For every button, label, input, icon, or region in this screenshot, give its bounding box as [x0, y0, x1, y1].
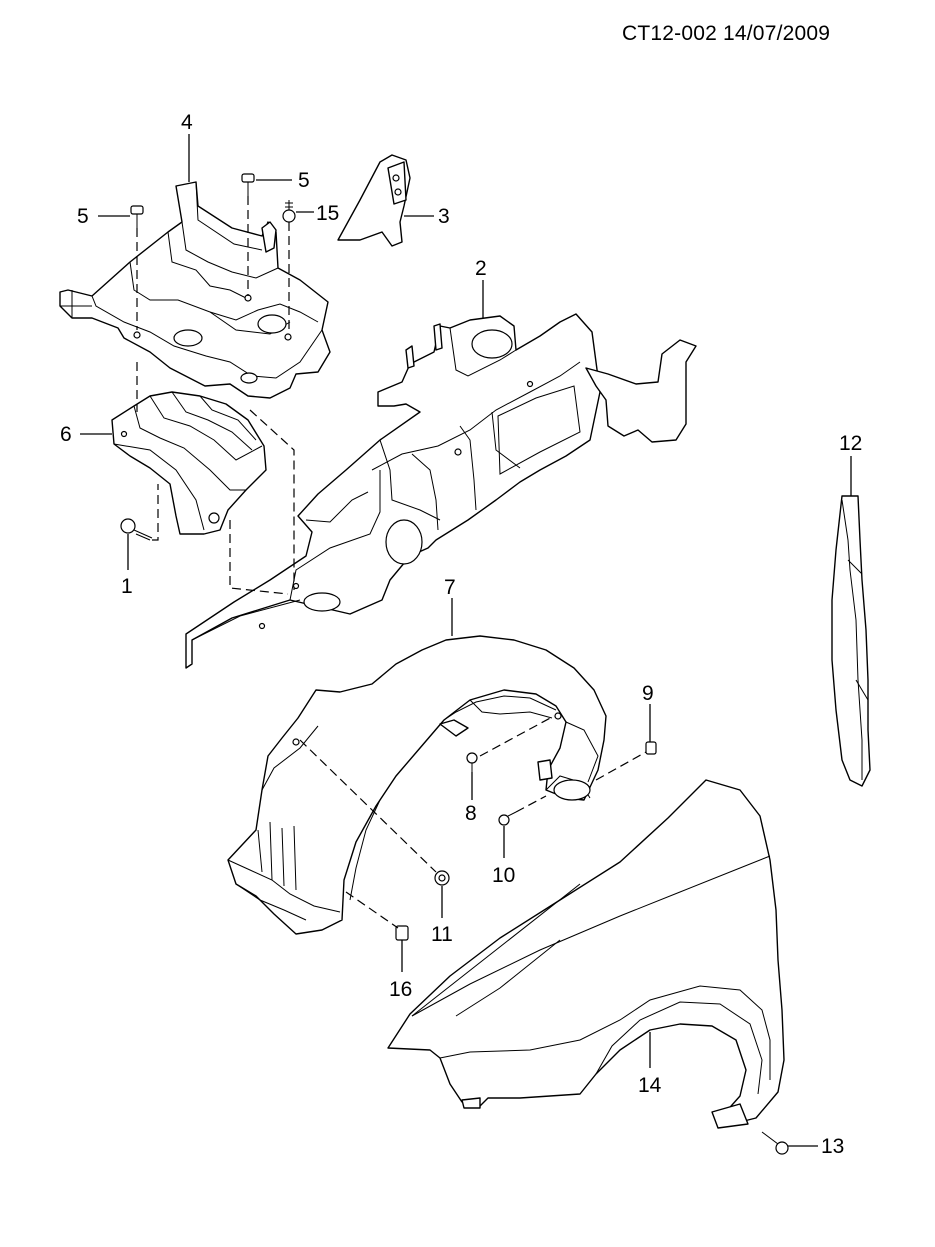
callout-7: 7 — [444, 576, 456, 599]
callout-labels: 4 5 5 15 3 2 6 1 7 12 9 8 10 11 16 14 13 — [60, 111, 862, 1158]
callout-5-right: 5 — [298, 169, 310, 192]
part-14-fender — [387, 779, 785, 1129]
callout-1: 1 — [121, 575, 133, 598]
callout-4: 4 — [181, 111, 193, 134]
screw-part-10 — [498, 811, 517, 826]
part-3-bracket — [337, 154, 411, 247]
part-12-seal — [831, 495, 871, 787]
part-4-battery-tray — [59, 181, 331, 399]
callout-8: 8 — [465, 802, 477, 825]
nut-part-9 — [645, 741, 657, 755]
assembly-lines — [136, 196, 647, 929]
clip-part-8 — [466, 752, 478, 772]
callout-14: 14 — [638, 1074, 662, 1097]
leader-lines — [80, 134, 852, 1147]
document-id: CT12-002 14/07/2009 — [622, 22, 831, 45]
callout-15: 15 — [316, 202, 339, 225]
part-7-wheelhouse-liner — [227, 635, 607, 935]
bolt-part-5b — [241, 173, 255, 196]
callout-13: 13 — [821, 1135, 844, 1158]
bolt-part-5a — [130, 205, 144, 228]
bolt-part-1 — [120, 518, 153, 541]
callout-16: 16 — [389, 978, 412, 1001]
callout-9: 9 — [642, 682, 654, 705]
callout-11: 11 — [431, 923, 453, 946]
bolt-part-13 — [761, 1131, 789, 1155]
callout-10: 10 — [492, 864, 515, 887]
callout-5-left: 5 — [77, 205, 89, 228]
part-2-frame-rail — [185, 313, 697, 669]
part-6-support — [111, 391, 267, 535]
fasteners — [120, 173, 789, 1155]
callout-2: 2 — [475, 257, 487, 280]
nut-part-11 — [434, 870, 450, 886]
screw-part-15 — [282, 200, 296, 223]
callout-12: 12 — [839, 432, 862, 455]
callout-3: 3 — [438, 205, 450, 228]
callout-6: 6 — [60, 423, 72, 446]
